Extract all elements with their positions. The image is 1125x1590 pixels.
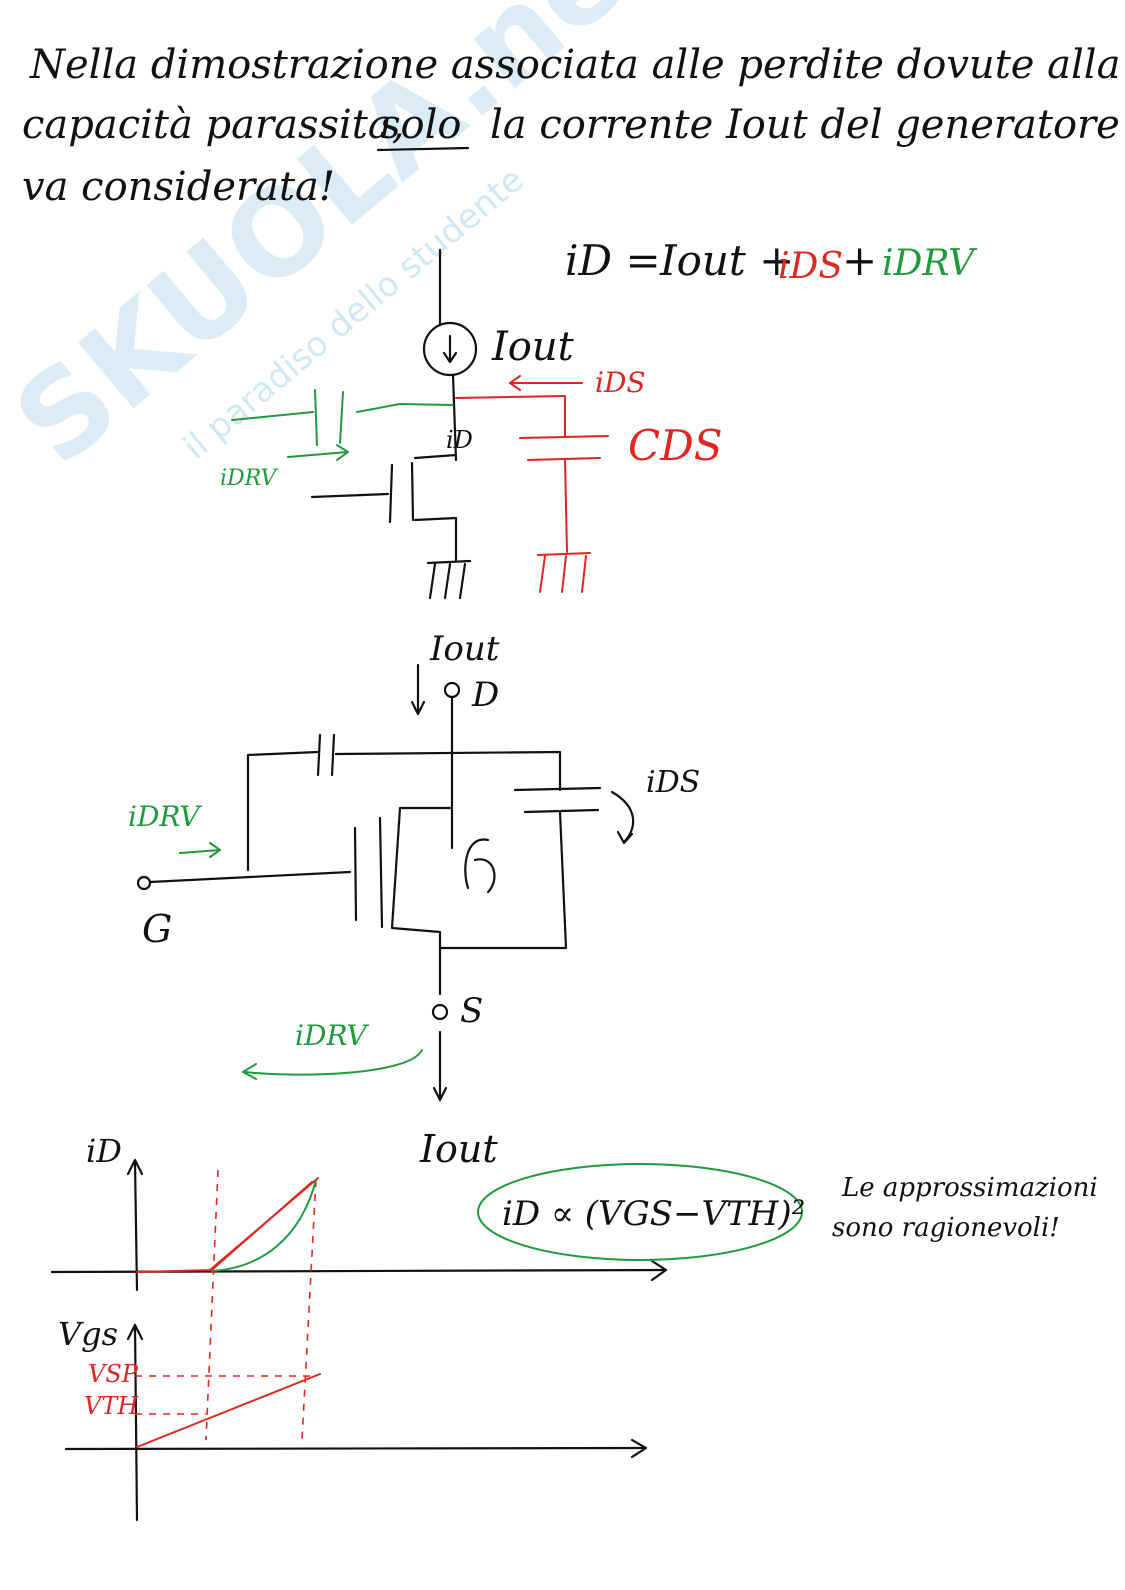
current-equation: iD = Iout + iDS + iDRV xyxy=(565,236,978,287)
cds-plate-top xyxy=(519,435,609,439)
vsp-label: VSP xyxy=(88,1360,139,1388)
body-diode-mark xyxy=(464,838,496,894)
intro-line2-c: la corrente Iout del generatore xyxy=(490,102,1120,148)
equation-term-idrv: iDRV xyxy=(882,243,978,284)
idrv-label: iDRV xyxy=(220,466,278,491)
circuit-2: Iout D G S iDS iDRV iDRV Iout xyxy=(128,629,700,1171)
cgd-plate-2 xyxy=(339,391,344,444)
ground-black xyxy=(426,559,472,565)
idrv-arrow xyxy=(287,451,349,458)
intro-line2-a: capacità parassita, xyxy=(22,102,404,148)
gate-label: G xyxy=(142,907,172,951)
top-current-label: Iout xyxy=(429,629,500,669)
equation-lhs: iD = xyxy=(565,236,661,285)
cds-label: CDS xyxy=(628,421,723,470)
equation-plus: + xyxy=(842,236,877,285)
cds-plate-bottom xyxy=(527,457,601,461)
idrv-out-label: iDRV xyxy=(295,1019,369,1052)
formula-ellipse xyxy=(477,1163,803,1261)
bottom-current-label: Iout xyxy=(419,1127,498,1171)
source-label-2: S xyxy=(460,991,483,1031)
intro-text: Nella dimostrazione associata alle perdi… xyxy=(22,42,1120,210)
id-label: iD xyxy=(446,426,473,454)
cds-wire xyxy=(455,395,566,437)
intro-line1: Nella dimostrazione associata alle perdi… xyxy=(29,42,1120,88)
equation-term-ids: iDS xyxy=(778,246,843,287)
idrv-in-label: iDRV xyxy=(128,800,202,833)
emphasis-underline xyxy=(376,146,470,152)
vgs-ramp xyxy=(136,1373,321,1448)
drain-terminal xyxy=(443,681,461,699)
cgd-plate-1 xyxy=(314,389,318,446)
id-curve-quadratic xyxy=(211,1179,317,1272)
cds-plate-bottom-2 xyxy=(523,808,600,814)
ids-label: iDS xyxy=(595,366,646,399)
intro-line3: va considerata! xyxy=(22,164,335,210)
circuit-1: Iout iDS CDS iDRV iD xyxy=(220,248,723,600)
note-line1: Le approssimazioni xyxy=(841,1173,1098,1203)
gate-terminal xyxy=(136,875,152,891)
vth-label: VTH xyxy=(84,1392,139,1420)
current-source-symbol xyxy=(422,321,478,377)
drain-label: D xyxy=(471,675,499,715)
cgd-wire-left xyxy=(231,411,314,421)
note-line2: sono ragionevoli! xyxy=(832,1213,1060,1243)
cds-plate-top-2 xyxy=(513,786,602,792)
intro-line2-emphasis: solo xyxy=(380,102,461,148)
id-curve-flat xyxy=(136,1269,213,1273)
top-y-label: iD xyxy=(86,1132,122,1170)
bottom-y-label: Vgs xyxy=(58,1315,118,1353)
source-label: Iout xyxy=(491,324,575,370)
equation-term-iout: Iout + xyxy=(659,236,794,285)
source-terminal xyxy=(431,1003,449,1021)
graphs: iD iD ∝ (VGS−VTH)² Le approssimazioni so… xyxy=(50,1132,1098,1522)
ids-label-2: iDS xyxy=(646,765,700,800)
formula-text: iD ∝ (VGS−VTH)² xyxy=(502,1194,805,1234)
ids-curve-arrow xyxy=(610,790,635,844)
ground-red xyxy=(537,552,591,556)
